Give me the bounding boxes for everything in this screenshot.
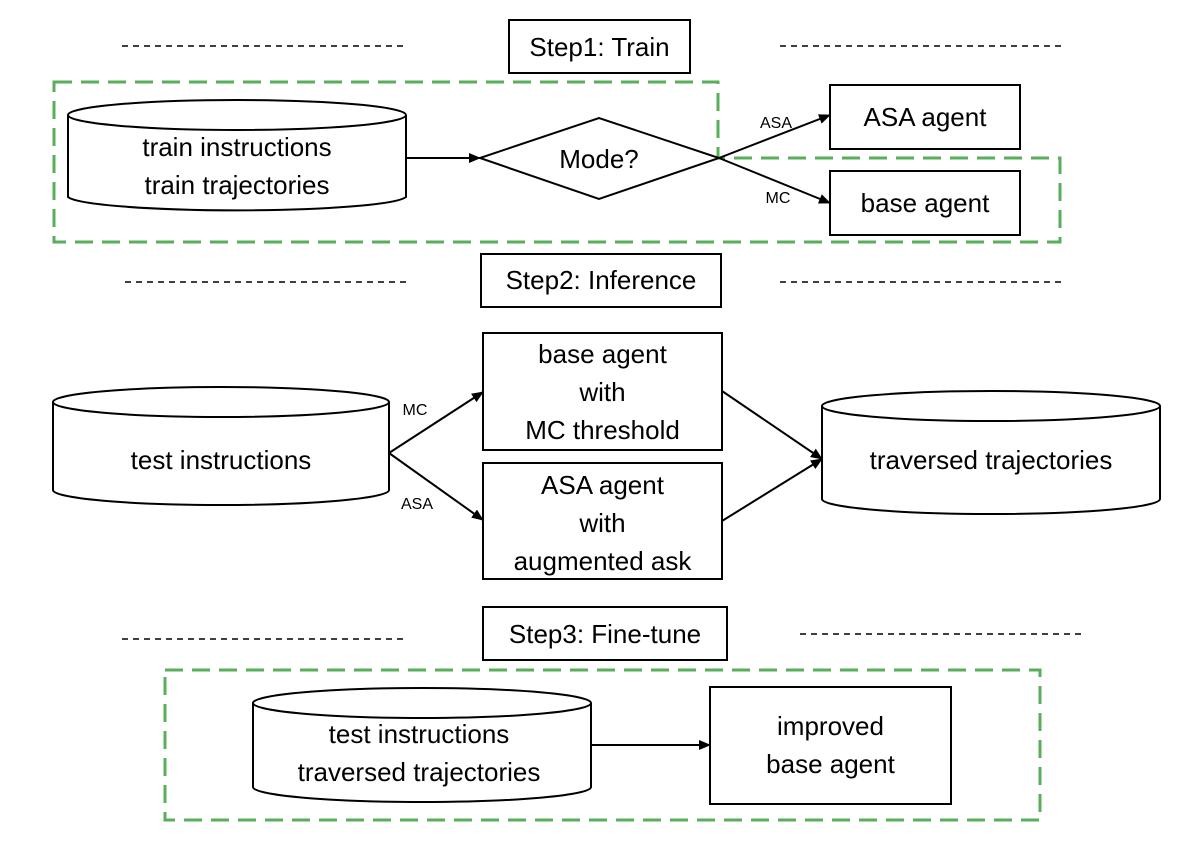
arrow-base-to-output (721, 390, 823, 460)
base-agent-box: base agent (829, 170, 1021, 236)
arrow-mode-to-base (718, 157, 831, 204)
finetune-data-cylinder: test instructions traversed trajectories (252, 687, 592, 803)
improved-agent-box: improved base agent (709, 686, 952, 805)
step3-title-box: Step3: Fine-tune (482, 606, 728, 661)
edge-label-asa-inference: ASA (401, 496, 433, 513)
finetune-data-line1: test instructions (329, 719, 510, 749)
step2-section: Step2: Inference test instructions MC AS… (52, 253, 1161, 580)
traversed-trajectories-cylinder: traversed trajectories (821, 390, 1161, 515)
traversed-trajectories-label: traversed trajectories (870, 445, 1113, 475)
finetune-data-line2: traversed trajectories (298, 757, 541, 787)
step2-title-box: Step2: Inference (480, 253, 722, 308)
step3-section: Step3: Fine-tune test instructions trave… (122, 606, 1082, 822)
asa-agent-box: ASA agent (829, 84, 1021, 150)
train-data-line1: train instructions (142, 132, 331, 162)
train-highlight-outline (52, 80, 1062, 244)
base-agent-label: base agent (861, 188, 990, 218)
asa-agent-label: ASA agent (864, 102, 988, 132)
edge-label-asa-train: ASA (760, 115, 792, 132)
step3-title: Step3: Fine-tune (509, 619, 701, 649)
base-mc-line1: base agent (538, 339, 667, 369)
base-mc-line3: MC threshold (525, 415, 680, 445)
improved-agent-line1: improved (777, 711, 884, 741)
base-agent-mc-box: base agent with MC threshold (482, 332, 723, 451)
asa-agent-ask-box: ASA agent with augmented ask (482, 462, 723, 580)
finetune-highlight-outline (163, 668, 1042, 822)
arrow-test-to-base (388, 391, 484, 454)
step1-section: Step1: Train train instructions train tr… (52, 19, 1062, 244)
mode-decision-label: Mode? (559, 144, 639, 174)
base-mc-line2: with (578, 377, 625, 407)
asa-ask-line3: augmented ask (514, 546, 693, 576)
improved-agent-line2: base agent (766, 749, 895, 779)
edge-label-mc-train: MC (766, 190, 791, 207)
asa-ask-line2: with (578, 508, 625, 538)
step2-title: Step2: Inference (506, 265, 697, 295)
mode-decision-diamond: Mode? (476, 116, 723, 201)
train-data-line2: train trajectories (145, 170, 330, 200)
test-data-label: test instructions (131, 445, 312, 475)
asa-ask-line1: ASA agent (541, 470, 665, 500)
arrow-mode-to-asa (718, 114, 831, 159)
step1-title-box: Step1: Train (508, 19, 691, 74)
train-data-cylinder: train instructions train trajectories (67, 99, 407, 212)
arrow-asa-to-output (721, 458, 823, 522)
test-data-cylinder: test instructions (52, 386, 390, 506)
edge-label-mc-inference: MC (403, 402, 428, 419)
arrow-test-to-asa (388, 452, 484, 521)
step1-title: Step1: Train (529, 32, 669, 62)
